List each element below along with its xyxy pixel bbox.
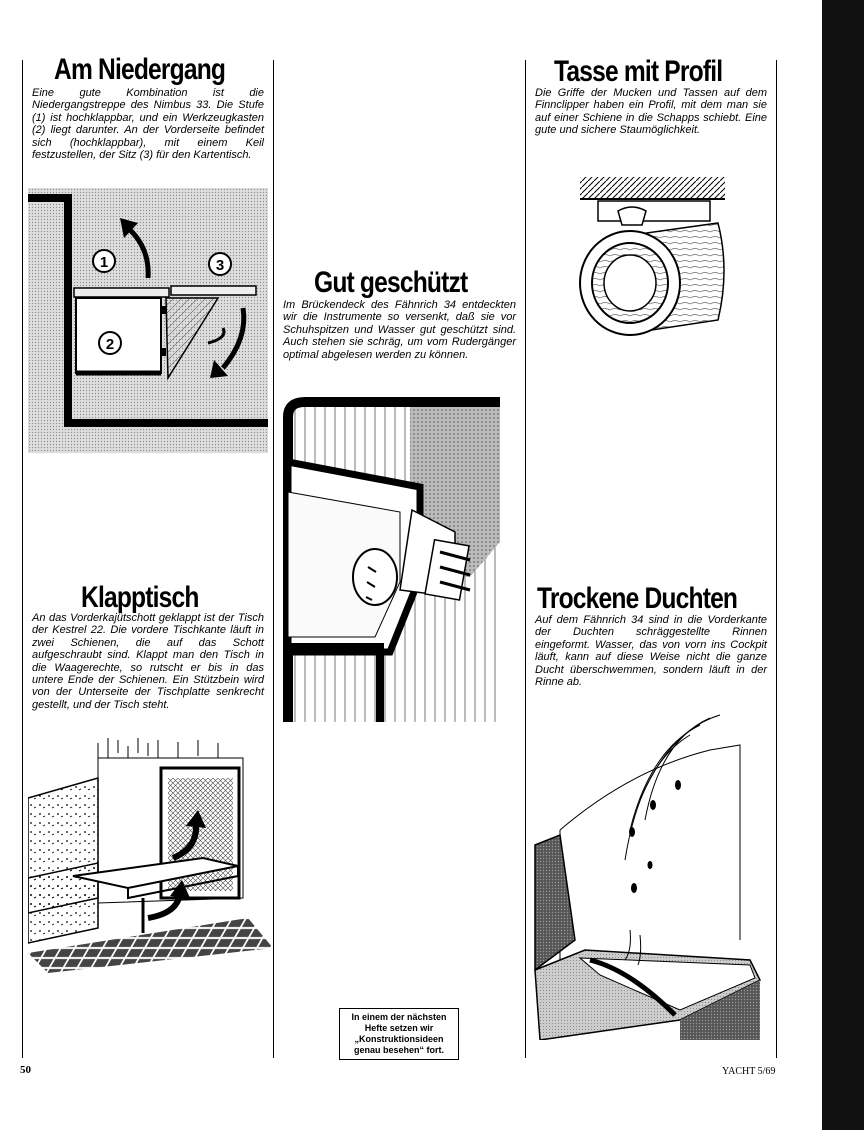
illustration-tasse: [579, 177, 725, 336]
illustration-duchten: [534, 714, 762, 1040]
column-rule-mid-right: [525, 60, 526, 1058]
section-text-gut-geschuetzt: Im Brückendeck des Fähnrich 34 entdeckte…: [283, 299, 516, 361]
column-rule-left: [22, 60, 23, 1058]
notice-box: In einem der nächsten Hefte setzen wir „…: [339, 1008, 459, 1060]
illustration-klapptisch: [28, 738, 273, 973]
label-2: 2: [106, 336, 114, 353]
section-text-klapptisch: An das Vorderkajütschott geklappt ist de…: [32, 612, 264, 711]
label-3: 3: [216, 257, 224, 274]
magazine-issue: YACHT 5/69: [722, 1066, 776, 1077]
section-title-klapptisch: Klapptisch: [81, 581, 199, 614]
illustration-instrumente: [283, 397, 500, 722]
section-title-gut-geschuetzt: Gut geschützt: [314, 266, 468, 299]
column-rule-mid-left: [273, 60, 274, 1058]
column-rule-right: [776, 60, 777, 1058]
label-1: 1: [100, 254, 108, 271]
page-number: 50: [20, 1064, 31, 1076]
section-text-am-niedergang: Eine gute Kombination ist die Niedergang…: [32, 87, 264, 162]
scan-edge: [822, 0, 864, 1130]
illustration-niedergang: 1 2 3: [28, 188, 268, 453]
section-title-trockene-duchten: Trockene Duchten: [537, 582, 738, 615]
section-text-tasse-mit-profil: Die Griffe der Mucken und Tassen auf dem…: [535, 87, 767, 137]
section-title-tasse-mit-profil: Tasse mit Profil: [554, 55, 723, 88]
section-text-trockene-duchten: Auf dem Fähnrich 34 sind in die Vorderka…: [535, 614, 767, 689]
section-title-am-niedergang: Am Niedergang: [54, 53, 226, 86]
